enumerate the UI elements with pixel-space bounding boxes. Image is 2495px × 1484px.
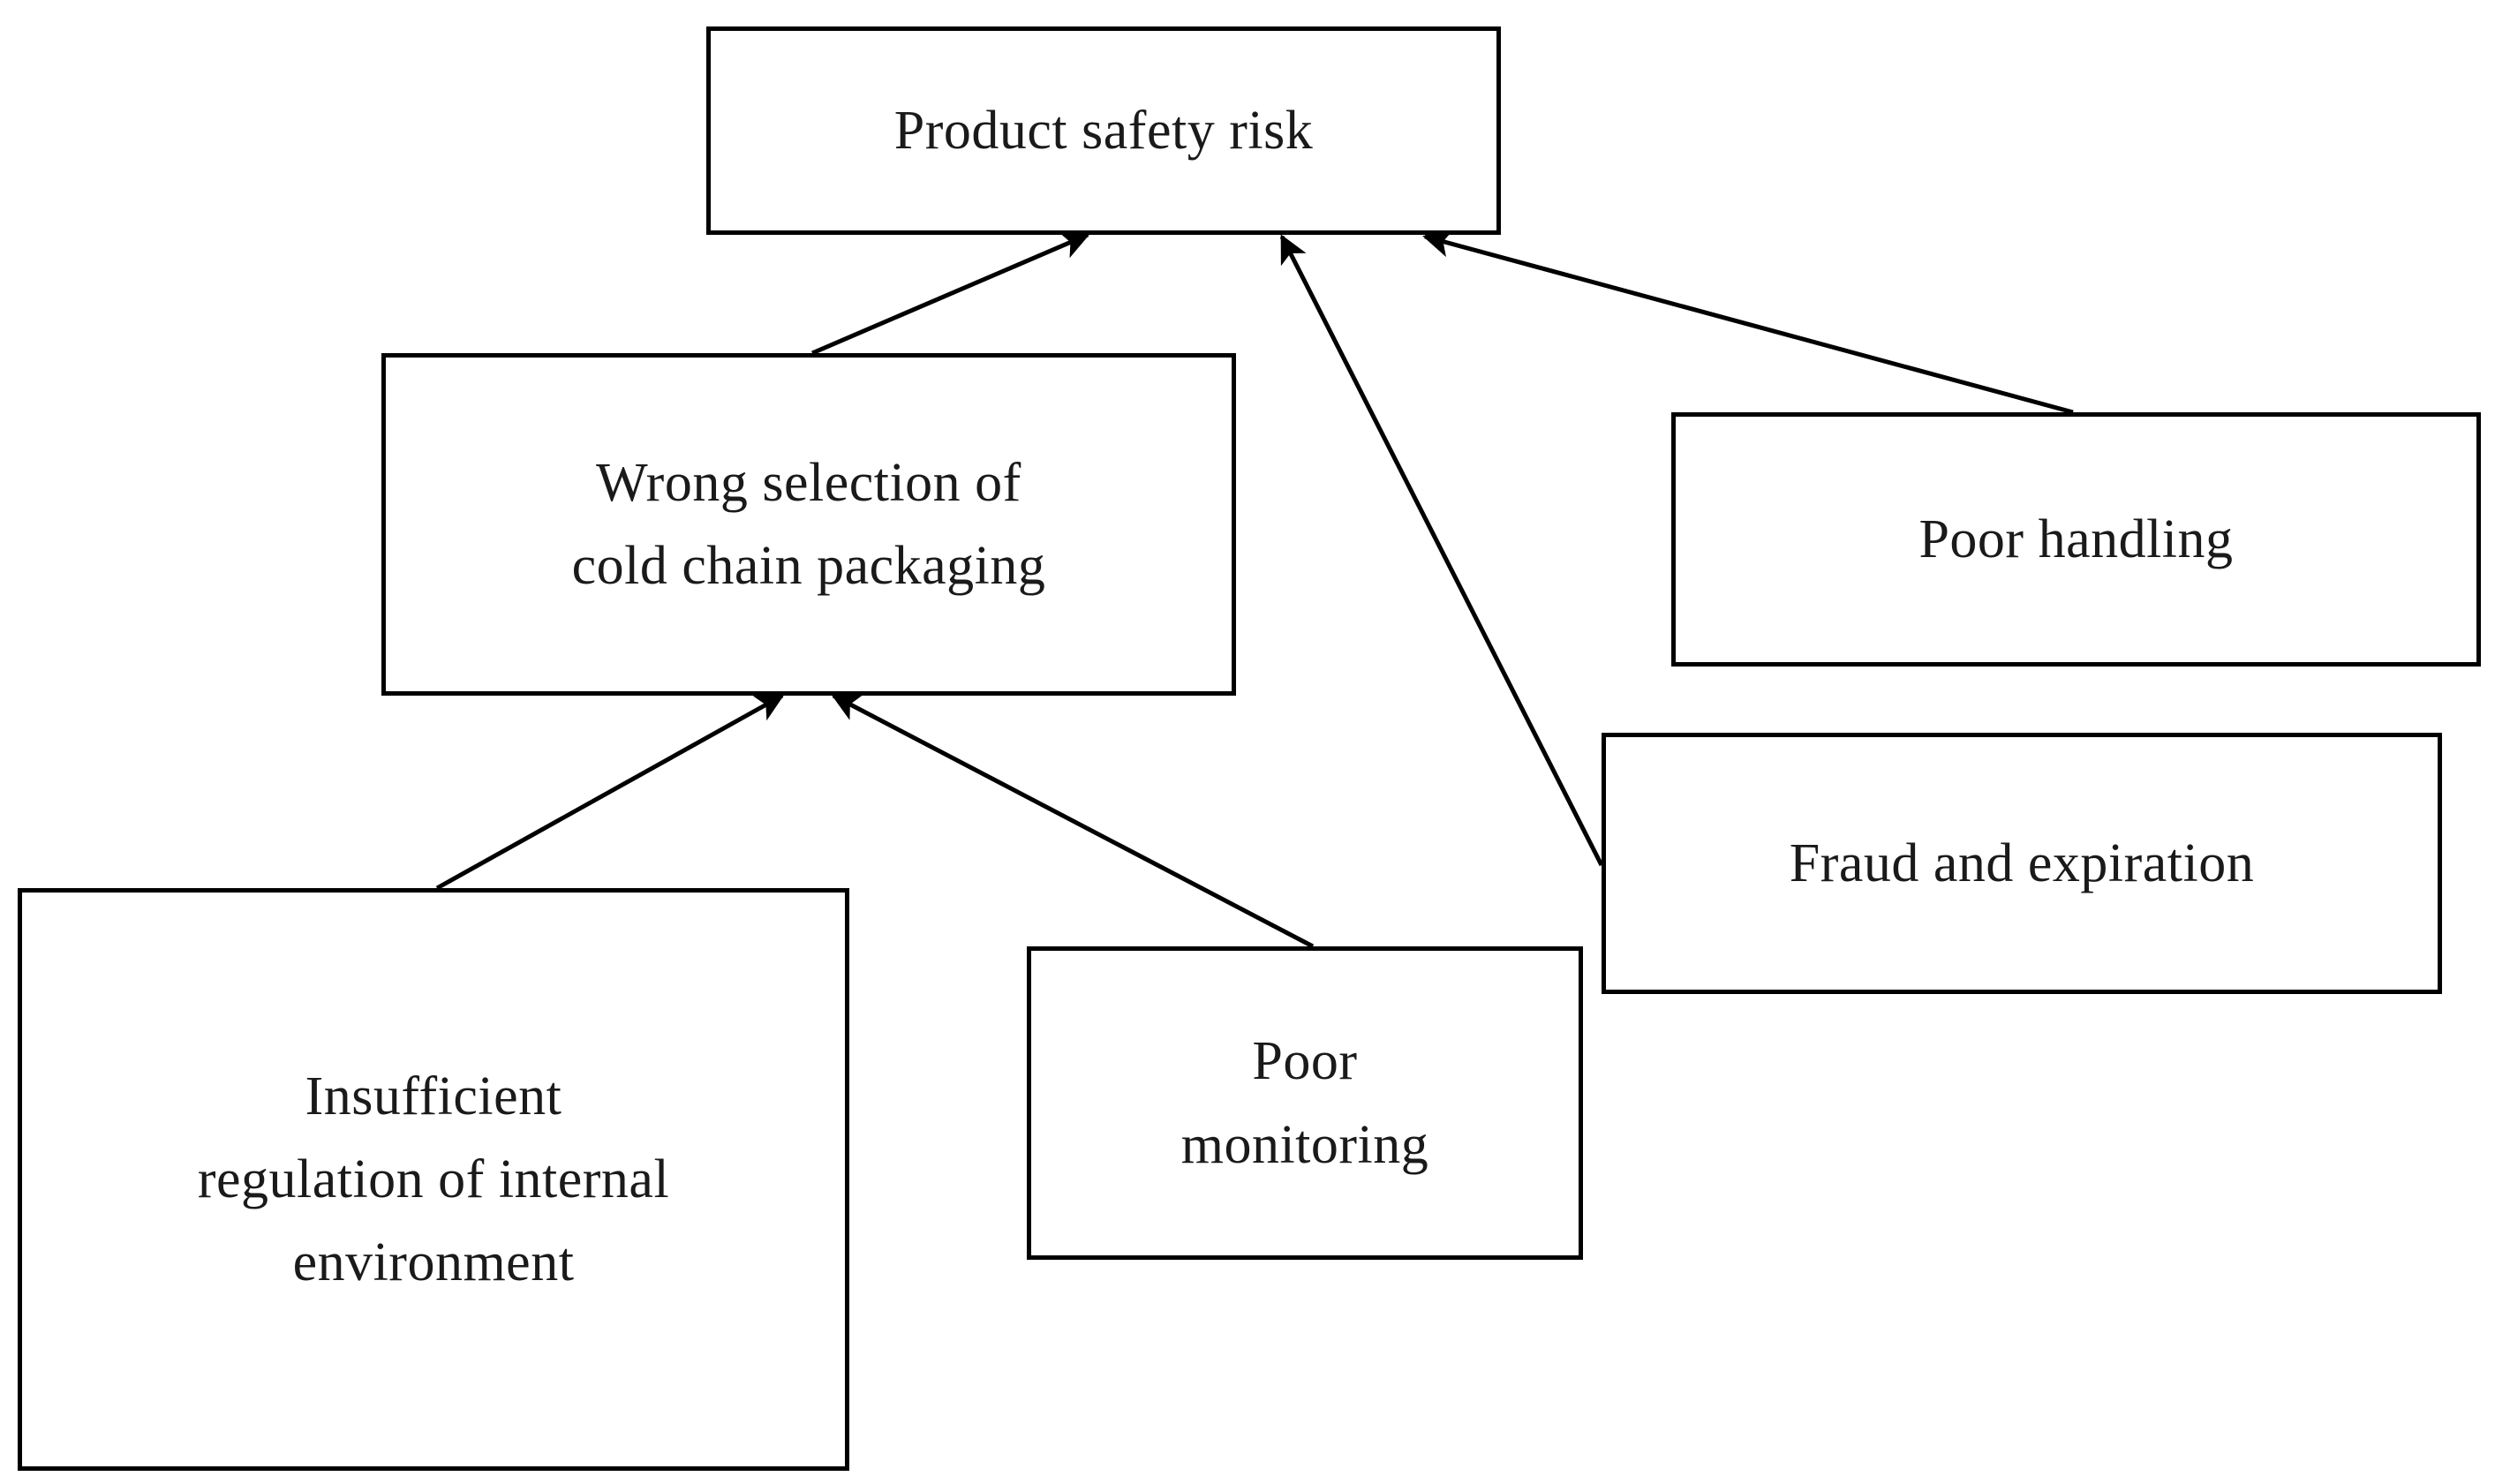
node-label-line: Fraud and expiration bbox=[1789, 832, 2255, 893]
node-poor-handling[interactable]: Poor handling bbox=[1671, 412, 2481, 667]
node-label-line: environment bbox=[292, 1232, 575, 1293]
node-poor-monitoring[interactable]: Poor monitoring bbox=[1027, 946, 1583, 1260]
edge-fraud-and-expiration-to-product-safety-risk bbox=[1279, 234, 1604, 867]
node-wrong-selection-of-cold-chain-packaging[interactable]: Wrong selection of cold chain packaging bbox=[381, 353, 1236, 696]
node-label-line: Product safety risk bbox=[893, 100, 1314, 161]
node-label-line: monitoring bbox=[1180, 1114, 1429, 1175]
node-label-line: Poor bbox=[1252, 1031, 1358, 1092]
node-label-line: Poor handling bbox=[1918, 508, 2234, 569]
edge-wrong-selection-of-cold-chain-packaging-to-product-safety-risk bbox=[811, 231, 1090, 356]
node-label-line: regulation of internal bbox=[197, 1149, 670, 1209]
node-label-line: Wrong selection of bbox=[596, 452, 1021, 513]
edge-poor-monitoring-to-wrong-selection-of-cold-chain-packaging bbox=[831, 693, 1315, 949]
node-fraud-and-expiration[interactable]: Fraud and expiration bbox=[1602, 733, 2442, 994]
edge-poor-handling-to-product-safety-risk bbox=[1422, 230, 2074, 415]
node-product-safety-risk[interactable]: Product safety risk bbox=[706, 26, 1501, 235]
node-label-line: cold chain packaging bbox=[571, 536, 1046, 596]
node-label-line: Insufficient bbox=[305, 1066, 562, 1126]
edge-insufficient-regulation-of-internal-environment-to-wrong-selection-of-cold-chain-packaging bbox=[435, 693, 785, 891]
node-insufficient-regulation-of-internal-environment[interactable]: Insufficient regulation of internal envi… bbox=[18, 888, 849, 1471]
